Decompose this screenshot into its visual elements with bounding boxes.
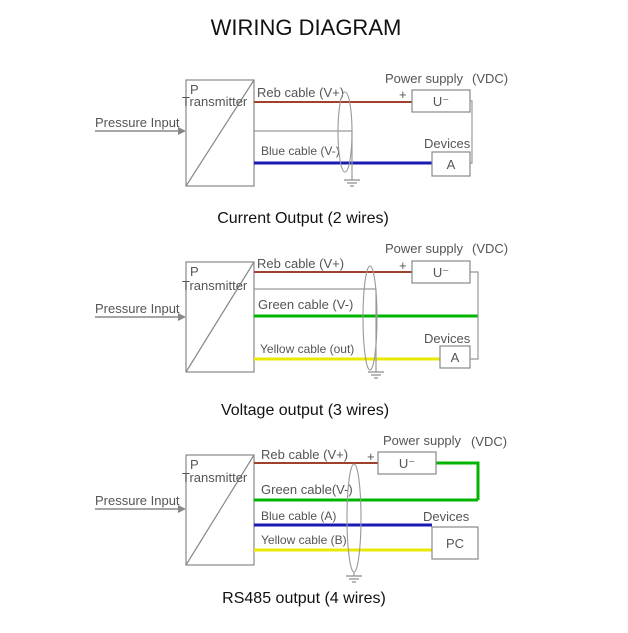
pressure-input-label: Pressure Input xyxy=(95,493,180,508)
transmitter-label: Transmitter xyxy=(182,94,248,109)
transmitter-label: Transmitter xyxy=(182,278,248,293)
current-output-diagram: Pressure Input P Transmitter Reb cable (… xyxy=(95,71,508,227)
red-wire-label: Reb cable (V+) xyxy=(261,447,348,462)
plus-sign: + xyxy=(399,258,407,273)
arrow-head xyxy=(178,127,186,135)
green-wire-label: Green cable(V-) xyxy=(261,482,353,497)
vdc-label: (VDC) xyxy=(472,71,508,86)
blue-wire-label: Blue cable (V-) xyxy=(261,144,340,158)
current-output-caption: Current Output (2 wires) xyxy=(217,210,389,227)
diagram-title: WIRING DIAGRAM xyxy=(211,15,402,40)
vdc-label: (VDC) xyxy=(471,434,507,449)
rs485-output-caption: RS485 output (4 wires) xyxy=(222,590,386,607)
return-wire xyxy=(470,100,473,164)
vdc-label: (VDC) xyxy=(472,241,508,256)
transmitter-diagonal xyxy=(185,454,255,566)
devices-label: Devices xyxy=(424,331,471,346)
power-supply-box xyxy=(377,451,437,475)
plus-sign: + xyxy=(367,449,375,464)
devices-label: Devices xyxy=(424,136,471,151)
device-box xyxy=(431,526,479,560)
transmitter-p: P xyxy=(190,457,199,472)
blue-wire-label: Blue cable (A) xyxy=(261,509,336,523)
transmitter-p: P xyxy=(190,82,199,97)
arrow-head xyxy=(178,313,186,321)
power-supply-label: Power supply xyxy=(385,71,464,86)
arrow-head xyxy=(178,505,186,513)
power-supply-label: Power supply xyxy=(383,433,462,448)
pressure-input-label: Pressure Input xyxy=(95,301,180,316)
pressure-input-label: Pressure Input xyxy=(95,115,180,130)
return-wire xyxy=(470,271,479,360)
device-symbol: A xyxy=(447,157,456,172)
power-supply-symbol: U⁻ xyxy=(433,94,449,109)
cable-shield xyxy=(346,463,362,573)
rs485-output-diagram: Pressure Input P Transmitter Reb cable (… xyxy=(95,433,507,607)
transmitter-diagonal xyxy=(185,261,255,373)
red-wire-label: Reb cable (V+) xyxy=(257,256,344,271)
device-box xyxy=(431,151,471,177)
cable-shield xyxy=(337,91,353,173)
yellow-wire-label: Yellow cable (out) xyxy=(260,342,354,356)
yellow-wire-label: Yellow cable (B) xyxy=(261,533,347,547)
transmitter-p: P xyxy=(190,264,199,279)
plus-sign: + xyxy=(399,87,407,102)
transmitter-label: Transmitter xyxy=(182,470,248,485)
device-box xyxy=(439,345,471,369)
power-supply-symbol: U⁻ xyxy=(399,456,415,471)
red-wire-label: Reb cable (V+) xyxy=(257,85,344,100)
cable-shield xyxy=(362,265,378,371)
green-return-wire xyxy=(436,461,480,500)
power-supply-label: Power supply xyxy=(385,241,464,256)
device-symbol: PC xyxy=(446,536,464,551)
power-supply-symbol: U⁻ xyxy=(433,265,449,280)
voltage-output-caption: Voltage output (3 wires) xyxy=(221,402,389,419)
devices-label: Devices xyxy=(423,509,470,524)
device-symbol: A xyxy=(451,350,460,365)
transmitter-diagonal xyxy=(185,79,255,187)
green-wire-label: Green cable (V-) xyxy=(258,297,353,312)
voltage-output-diagram: Pressure Input P Transmitter Reb cable (… xyxy=(95,241,508,419)
